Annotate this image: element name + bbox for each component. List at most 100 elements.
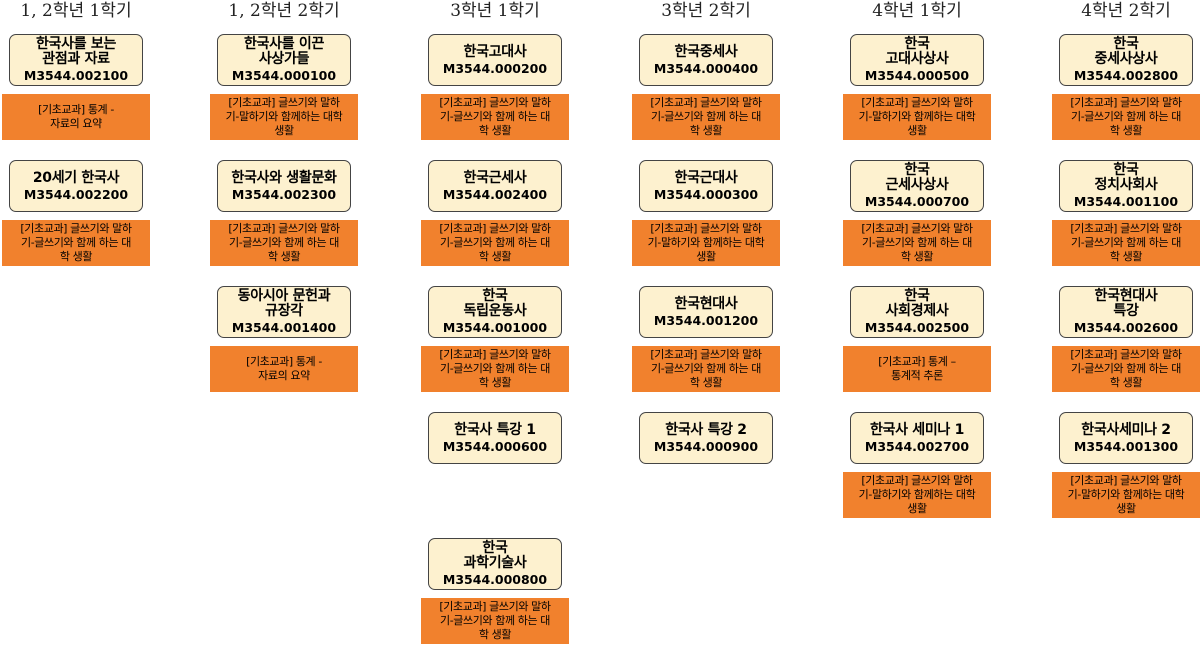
course-name: 한국 근세사상사: [885, 162, 949, 193]
course-code: M3544.000300: [653, 186, 759, 202]
course-name: 한국근대사: [674, 169, 738, 186]
course-name: 한국사를 이끈 사상가들: [243, 36, 325, 67]
course-name: 한국사 특강 1: [454, 421, 536, 438]
prerequisite-note: [기초교과] 글쓰기와 말하 기-글쓰기와 함께 하는 대 학 생활: [2, 220, 150, 266]
semester-header: 3학년 1학기: [450, 1, 540, 21]
course-name: 한국 과학기술사: [463, 540, 527, 571]
semester-header: 1, 2학년 1학기: [20, 1, 132, 21]
course-name: 한국중세사: [674, 43, 738, 60]
course-name: 한국고대사: [463, 43, 527, 60]
course-code: M3544.001100: [1073, 194, 1179, 209]
course-name: 한국사 특강 2: [665, 421, 747, 438]
course-code: M3544.000400: [653, 60, 759, 76]
semester-header: 3학년 2학기: [661, 1, 751, 21]
course-code: M3544.000700: [864, 194, 970, 209]
prerequisite-note: [기초교과] 글쓰기와 말하 기-글쓰기와 함께 하는 대 학 생활: [1052, 220, 1200, 266]
semester-header: 1, 2학년 2학기: [228, 1, 340, 21]
prerequisite-note: [기초교과] 글쓰기와 말하 기-글쓰기와 함께 하는 대 학 생활: [421, 346, 569, 392]
course-name: 한국현대사 특강: [1094, 288, 1158, 319]
course-code: M3544.002200: [23, 186, 129, 202]
course-name: 한국 사회경제사: [885, 288, 949, 319]
prerequisite-note: [기초교과] 글쓰기와 말하 기-글쓰기와 함께 하는 대 학 생활: [632, 94, 780, 140]
course-code: M3544.000800: [442, 572, 548, 587]
course-name: 한국 정치사회사: [1094, 162, 1158, 193]
prerequisite-note: [기초교과] 글쓰기와 말하 기-글쓰기와 함께 하는 대 학 생활: [843, 220, 991, 266]
course-code: M3544.000600: [442, 438, 548, 454]
prerequisite-note: [기초교과] 글쓰기와 말하 기-글쓰기와 함께 하는 대 학 생활: [1052, 94, 1200, 140]
prerequisite-note: [기초교과] 글쓰기와 말하 기-글쓰기와 함께 하는 대 학 생활: [421, 598, 569, 644]
course-code: M3544.002100: [23, 68, 129, 83]
course-code: M3544.001400: [231, 320, 337, 335]
course-code: M3544.001000: [442, 320, 548, 335]
course-code: M3544.002800: [1073, 68, 1179, 83]
course-code: M3544.001200: [653, 312, 759, 328]
course-code: M3544.002700: [864, 438, 970, 454]
course-code: M3544.000500: [864, 68, 970, 83]
course-code: M3544.002300: [231, 186, 337, 202]
course-name: 한국현대사: [674, 295, 738, 312]
course-code: M3544.000900: [653, 438, 759, 454]
semester-header: 4학년 2학기: [1081, 1, 1171, 21]
course-name: 한국사세미나 2: [1081, 421, 1171, 438]
course-name: 한국 독립운동사: [463, 288, 527, 319]
prerequisite-note: [기초교과] 글쓰기와 말하 기-글쓰기와 함께 하는 대 학 생활: [632, 346, 780, 392]
course-name: 한국근세사: [463, 169, 527, 186]
course-code: M3544.002600: [1073, 320, 1179, 335]
prerequisite-note: [기초교과] 글쓰기와 말하 기-글쓰기와 함께 하는 대 학 생활: [421, 94, 569, 140]
course-code: M3544.002400: [442, 186, 548, 202]
prerequisite-note: [기초교과] 글쓰기와 말하 기-말하기와 함께하는 대학 생활: [1052, 472, 1200, 518]
prerequisite-note: [기초교과] 글쓰기와 말하 기-말하기와 함께하는 대학 생활: [843, 94, 991, 140]
prerequisite-note: [기초교과] 통계 - 자료의 요약: [210, 346, 358, 392]
course-name: 한국사 세미나 1: [869, 421, 965, 438]
course-name: 한국 고대사상사: [885, 36, 949, 67]
prerequisite-note: [기초교과] 글쓰기와 말하 기-글쓰기와 함께 하는 대 학 생활: [210, 220, 358, 266]
prerequisite-note: [기초교과] 글쓰기와 말하 기-말하기와 함께하는 대학 생활: [632, 220, 780, 266]
prerequisite-note: [기초교과] 통계 – 통계적 추론: [843, 346, 991, 392]
